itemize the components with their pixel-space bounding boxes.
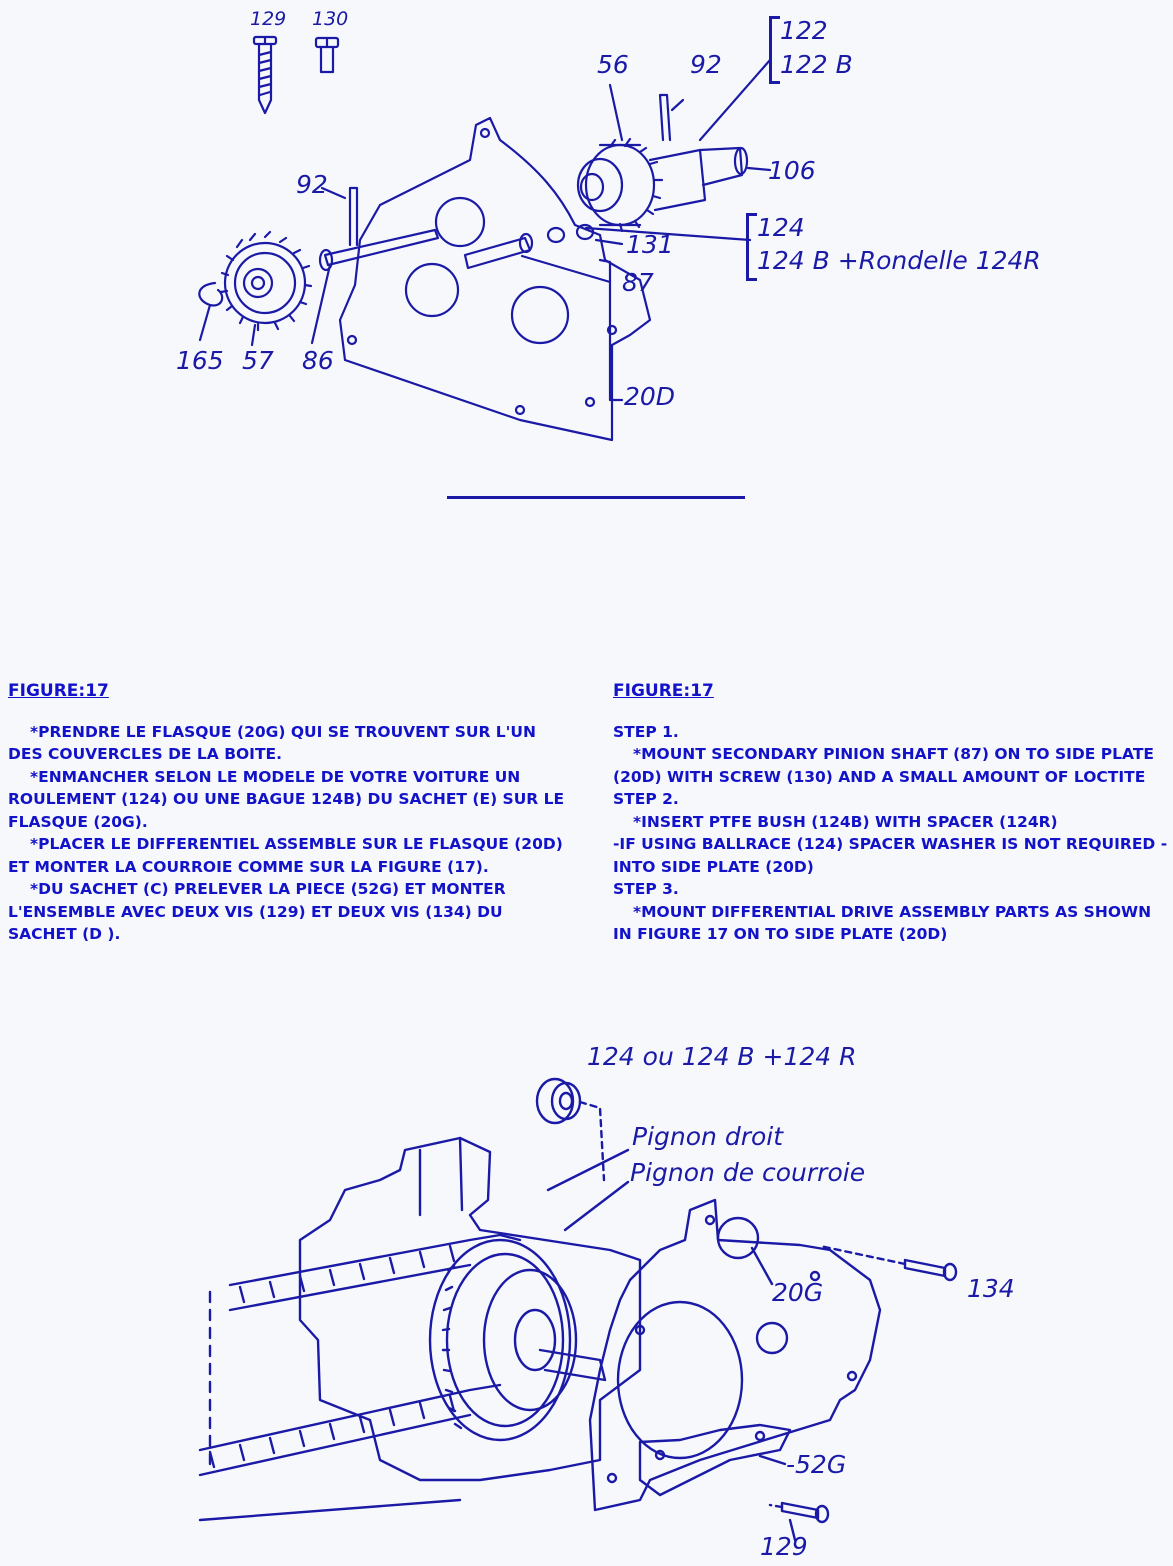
english-step-3-text: *MOUNT DIFFERENTIAL DRIVE ASSEMBLY PARTS… xyxy=(613,902,1152,944)
label-124b-rondelle: 124 B +Rondelle 124R xyxy=(757,246,1041,275)
english-step-1-text: *MOUNT SECONDARY PINION SHAFT (87) ON TO… xyxy=(613,745,1154,786)
label-131: 131 xyxy=(626,230,674,259)
english-step-2-text: *INSERT PTFE BUSH (124B) WITH SPACER (12… xyxy=(633,812,1058,831)
label-52g: -52G xyxy=(786,1450,847,1479)
label-86: 86 xyxy=(302,346,334,375)
french-figure-title: FIGURE:17 xyxy=(8,681,109,701)
top-exploded-diagram xyxy=(198,35,772,442)
label-165: 165 xyxy=(176,346,224,375)
label-106: 106 xyxy=(768,156,816,185)
screw-129-drawing xyxy=(252,35,278,115)
english-step-2-heading: STEP 2. xyxy=(613,790,679,808)
label-122b: 122 B xyxy=(780,50,853,79)
label-87: 87 xyxy=(622,268,654,297)
label-134: 134 xyxy=(967,1274,1015,1303)
label-92-right: 92 xyxy=(690,50,722,79)
label-92-left: 92 xyxy=(296,170,328,199)
english-step-3-heading: STEP 3. xyxy=(613,880,679,898)
label-57: 57 xyxy=(242,346,274,375)
french-step-1: *PRENDRE LE FLASQUE (20G) QUI SE TROUVEN… xyxy=(8,722,536,764)
section-divider xyxy=(447,496,745,499)
label-130: 130 xyxy=(312,8,349,30)
label-56: 56 xyxy=(597,50,629,79)
english-step-2-note: -IF USING BALLRACE (124) SPACER WASHER I… xyxy=(613,835,1168,876)
english-step-1-heading: STEP 1. xyxy=(613,722,679,741)
label-pignon-de-courroie: Pignon de courroie xyxy=(630,1158,866,1187)
english-figure-title: FIGURE:17 xyxy=(613,681,714,701)
french-step-4: *DU SACHET (C) PRELEVER LA PIECE (52G) E… xyxy=(8,880,506,943)
english-instructions: FIGURE:17 STEP 1. *MOUNT SECONDARY PINIO… xyxy=(613,680,1173,946)
bottom-assembly-diagram xyxy=(198,1077,958,1542)
label-20d: 20D xyxy=(624,382,676,411)
label-124: 124 xyxy=(757,213,805,242)
label-bearing-124: 124 ou 124 B +124 R xyxy=(587,1042,857,1071)
label-129-bottom: 129 xyxy=(760,1532,808,1561)
label-pignon-droit: Pignon droit xyxy=(632,1122,784,1151)
screw-130-drawing xyxy=(314,36,340,74)
bracket-124 xyxy=(746,213,757,281)
side-plate-20d-outline xyxy=(338,116,652,442)
french-instructions: FIGURE:17 *PRENDRE LE FLASQUE (20G) QUI … xyxy=(8,680,568,946)
french-step-2: *ENMANCHER SELON LE MODELE DE VOTRE VOIT… xyxy=(8,767,565,831)
label-129-top: 129 xyxy=(250,8,287,30)
french-step-3: *PLACER LE DIFFERENTIEL ASSEMBLE SUR LE … xyxy=(8,835,563,876)
label-122: 122 xyxy=(780,16,828,45)
label-20g: 20G xyxy=(772,1278,824,1307)
bracket-122 xyxy=(769,16,780,84)
